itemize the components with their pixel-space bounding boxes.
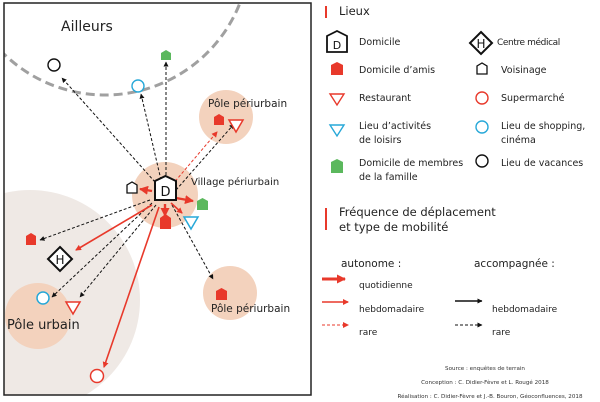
flow-supermarche [102, 206, 160, 368]
legend-label-voisinage: Voisinage [501, 65, 547, 76]
legend-label-restaurant: Restaurant [359, 93, 412, 104]
credit-realisation: Réalisation : C. Didier-Fèvre et J.-B. B… [397, 394, 583, 400]
famille-icon [197, 198, 208, 210]
legend-label-auto-hebdomadaire: hebdomadaire [359, 305, 425, 315]
loisirs-icon [328, 124, 346, 138]
zone-label-pole-urbain: Pôle urbain [7, 318, 80, 333]
vacances-icon [47, 58, 61, 72]
credit-source: Source : enquêtes de terrain [445, 366, 525, 372]
flow-medical [75, 204, 153, 251]
legend-accompagnee-title: accompagnée : [474, 258, 555, 270]
flow-amis-south [171, 204, 214, 280]
legend-label-acc-hebdomadaire: hebdomadaire [492, 305, 558, 315]
restaurant-icon [64, 301, 82, 316]
legend-label-shopping-1: Lieu de shopping, [501, 121, 586, 132]
domicile-letter: D [160, 185, 170, 200]
supermarche-icon [89, 368, 105, 384]
legend-label-domicile-amis: Domicile d’amis [359, 65, 436, 76]
pole-periurbain-north-area [199, 90, 253, 144]
medical-letter: H [55, 253, 64, 267]
elsewhere-boundary [4, 3, 242, 97]
legend-label-domicile: Domicile [359, 37, 401, 48]
restaurant-icon [328, 93, 346, 107]
legend-label-centre-medical: Centre médical [497, 38, 560, 48]
domicile-amis-icon [26, 233, 36, 245]
legend-label-famille-2: de la famille [359, 172, 418, 183]
flow-shopping-urban [51, 202, 153, 298]
places: D H [26, 50, 245, 384]
vacances-icon [475, 154, 489, 168]
legend-icons: D H [322, 6, 494, 328]
supermarche-icon [475, 91, 489, 105]
mobility-heading-bar [325, 208, 327, 230]
legend-label-auto-rare: rare [359, 328, 378, 338]
legend-label-shopping-2: cinéma [501, 135, 536, 146]
credit-conception: Conception : C. Didier-Fèvre et L. Rougé… [421, 380, 549, 386]
voisinage-icon [476, 62, 488, 75]
pole-urbain-area [5, 283, 71, 349]
domicile-amis-icon [331, 62, 343, 75]
zone-label-elsewhere: Ailleurs [61, 19, 113, 35]
legend-mobility-heading-1: Fréquence de déplacement [339, 205, 496, 219]
legend-label-loisirs-2: de loisirs [359, 135, 402, 146]
flow-famille-village [175, 195, 194, 205]
famille-icon [161, 50, 171, 60]
restaurant-icon [227, 119, 245, 134]
places-heading-bar [325, 6, 327, 18]
legend-label-acc-rare: rare [492, 328, 511, 338]
flow-voisinage [139, 185, 153, 195]
loisirs-icon [182, 216, 200, 231]
zone-label-pole-periurbain-south: Pôle périurbain [211, 303, 291, 315]
flow-amis-west [39, 199, 151, 241]
domicile-icon [154, 174, 177, 201]
flows [39, 61, 235, 368]
legend-mobility-heading-2: et type de mobilité [339, 220, 449, 234]
map-frame [3, 2, 312, 396]
legend-label-loisirs-1: Lieu d’activités [359, 121, 432, 132]
famille-icon [331, 159, 343, 173]
legend-label-vacances: Lieu de vacances [501, 158, 584, 169]
shopping-icon [131, 79, 145, 93]
domicile-amis-icon [214, 114, 224, 125]
domicile-amis-icon [160, 214, 171, 229]
pole-periurbain-south-area [203, 266, 257, 320]
legend-autonome-title: autonome : [341, 258, 402, 270]
domicile-amis-icon [216, 288, 227, 300]
legend-label-quotidienne: quotidienne [359, 281, 413, 291]
shopping-icon [36, 291, 50, 305]
flow-loisirs [170, 202, 183, 214]
zone-label-pole-periurbain-north: Pôle périurbain [208, 98, 288, 110]
legend-label-supermarche: Supermarché [501, 93, 565, 104]
domicile-icon [326, 29, 348, 53]
flow-vacances [61, 77, 156, 183]
svg-text:D: D [333, 39, 341, 52]
legend-label-famille-1: Domicile de membres [359, 158, 464, 169]
legend-places-heading: Lieux [339, 4, 370, 18]
shopping-icon [475, 120, 489, 134]
centre-medical-icon [46, 245, 74, 273]
svg-text:H: H [476, 37, 485, 51]
voisinage-icon [126, 181, 138, 194]
zone-label-village: Village périurbain [191, 177, 280, 188]
flow-amis-north [171, 131, 218, 186]
centre-medical-icon [468, 30, 494, 56]
